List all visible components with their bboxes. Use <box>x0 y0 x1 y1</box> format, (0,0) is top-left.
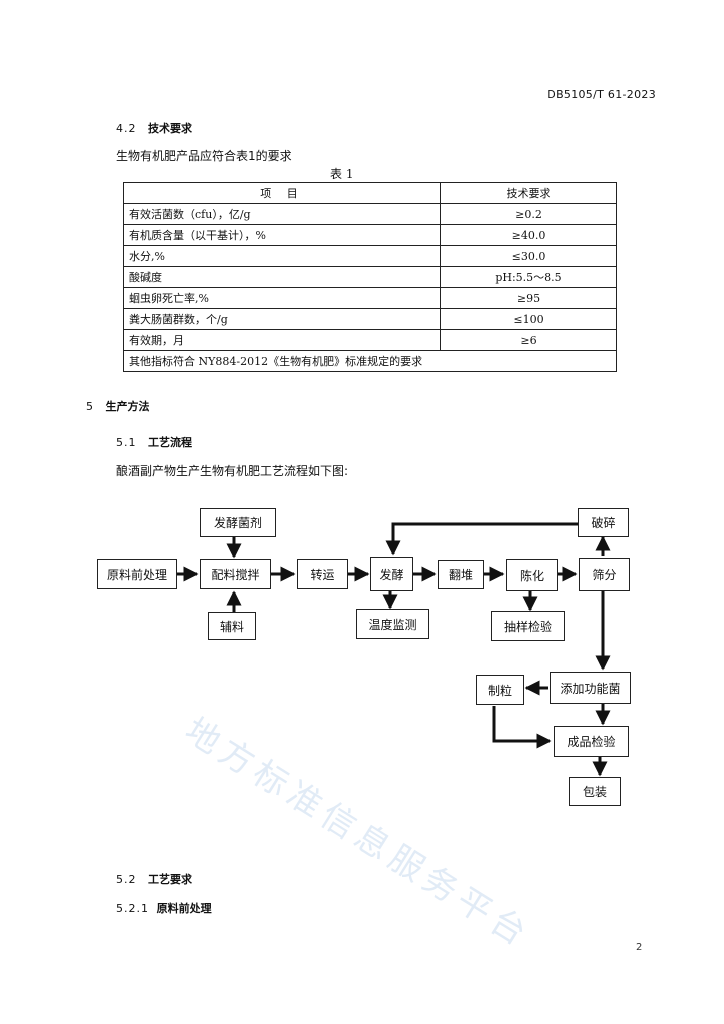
table-caption: 表 1 <box>330 167 354 181</box>
section-number: 5.2 <box>116 873 137 886</box>
flow-box-granulate: 制粒 <box>476 675 524 705</box>
table-cell: ≤30.0 <box>440 245 617 267</box>
flow-box-aging: 陈化 <box>506 559 558 591</box>
flow-box-raw-pretreat: 原料前处理 <box>97 559 177 589</box>
flow-box-mix: 配料搅拌 <box>200 559 271 589</box>
section-4-2-heading: 4.2 技术要求 <box>116 120 192 136</box>
flow-box-auxiliary: 辅料 <box>208 612 256 640</box>
section-number: 5.1 <box>116 436 137 449</box>
document-code: DB5105/T 61-2023 <box>547 88 656 101</box>
flow-box-turn-pile: 翻堆 <box>438 560 484 589</box>
section-5-1-text: 酿酒副产物生产生物有机肥工艺流程如下图: <box>116 464 349 478</box>
table-footer-row: 其他指标符合 NY884-2012《生物有机肥》标准规定的要求 <box>123 350 617 372</box>
section-5-2-heading: 5.2 工艺要求 <box>116 871 192 887</box>
section-5-1-heading: 5.1 工艺流程 <box>116 434 192 450</box>
flow-box-add-bacteria: 添加功能菌 <box>550 672 631 704</box>
flow-box-ferment: 发酵 <box>370 557 413 591</box>
flow-box-crush: 破碎 <box>578 508 629 537</box>
section-title: 技术要求 <box>148 122 192 135</box>
flow-box-sampling: 抽样检验 <box>491 611 565 641</box>
spec-table: 项 目 技术要求 有效活菌数（cfu），亿/g ≥0.2 有机质含量（以干基计）… <box>123 182 617 372</box>
section-number: 4.2 <box>116 122 137 135</box>
section-title: 生产方法 <box>105 400 150 413</box>
table-row: 水分,% ≤30.0 <box>123 245 617 267</box>
section-5-heading: 5 生产方法 <box>86 398 150 414</box>
section-title: 工艺要求 <box>148 873 192 886</box>
section-number: 5.2.1 <box>116 902 149 915</box>
flow-box-ferment-agent: 发酵菌剂 <box>200 508 276 537</box>
section-title: 工艺流程 <box>148 436 192 449</box>
table-footer-cell: 其他指标符合 NY884-2012《生物有机肥》标准规定的要求 <box>123 350 617 372</box>
table-cell: pH:5.5～8.5 <box>440 266 617 288</box>
arrow-granulate-check <box>492 706 552 749</box>
table-cell: ≤100 <box>440 308 617 330</box>
flow-box-temp-monitor: 温度监测 <box>356 609 429 639</box>
table-row: 有效活菌数（cfu），亿/g ≥0.2 <box>123 203 617 225</box>
flow-box-transfer: 转运 <box>297 559 348 589</box>
flow-box-final-check: 成品检验 <box>554 726 629 757</box>
table-row: 粪大肠菌群数，个/g ≤100 <box>123 308 617 330</box>
table-cell: 有效活菌数（cfu），亿/g <box>123 203 441 225</box>
section-number: 5 <box>86 400 94 413</box>
section-5-2-1-heading: 5.2.1 原料前处理 <box>116 900 212 916</box>
table-cell: 有机质含量（以干基计），% <box>123 224 441 246</box>
table-row: 有机质含量（以干基计），% ≥40.0 <box>123 224 617 246</box>
page-number: 2 <box>636 942 643 953</box>
flow-box-screen: 筛分 <box>579 558 630 591</box>
arrow-crush-ferment <box>385 522 578 556</box>
table-cell: 蛔虫卵死亡率,% <box>123 287 441 309</box>
section-title: 原料前处理 <box>156 902 212 915</box>
table-row: 酸碱度 pH:5.5～8.5 <box>123 266 617 288</box>
section-4-2-text: 生物有机肥产品应符合表1的要求 <box>116 149 292 163</box>
flow-box-packaging: 包装 <box>569 777 621 806</box>
